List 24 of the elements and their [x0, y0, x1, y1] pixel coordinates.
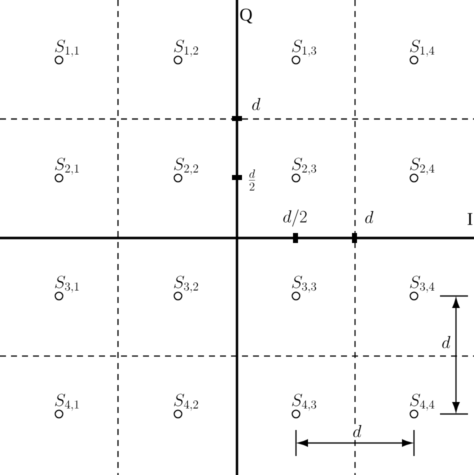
point-label: $S_{2, 4}$ — [410, 158, 434, 175]
point-label: $S_{4, 2}$ — [174, 394, 198, 411]
distance-label: $d$ — [440, 335, 452, 349]
point-label: $S_{3, 3}$ — [292, 276, 316, 293]
point-label: $S_{1, 2}$ — [174, 40, 198, 57]
distance-label: $d$ — [252, 98, 260, 110]
point-label: $S_{3,1}$ — [55, 276, 79, 293]
distance-label: $\frac{d}{2}$ — [248, 169, 256, 191]
point-label: $S_{4, 4}$ — [410, 394, 434, 411]
point-label: $S_{1,1}$ — [55, 40, 79, 57]
point-label: $S_{2, 2}$ — [174, 158, 198, 175]
point-label: $S_{2, 3}$ — [292, 158, 316, 175]
point-label: $S_{3, 2}$ — [174, 276, 198, 293]
distance-label: $d$ — [352, 424, 362, 438]
distance-label: $d$ — [365, 211, 374, 224]
axis-label: Q — [240, 8, 252, 24]
point-label: $S_{1, 3}$ — [292, 40, 316, 57]
point-label: $S_{2,1}$ — [55, 158, 79, 175]
point-label: $S_{1, 4}$ — [410, 40, 434, 57]
axis-label: I — [468, 213, 472, 225]
distance-label: $d/2$ — [283, 209, 307, 227]
point-label: $S_{4,1}$ — [55, 394, 79, 411]
point-label: $S_{3, 4}$ — [410, 276, 434, 293]
point-label: $S_{4, 3}$ — [292, 394, 316, 411]
